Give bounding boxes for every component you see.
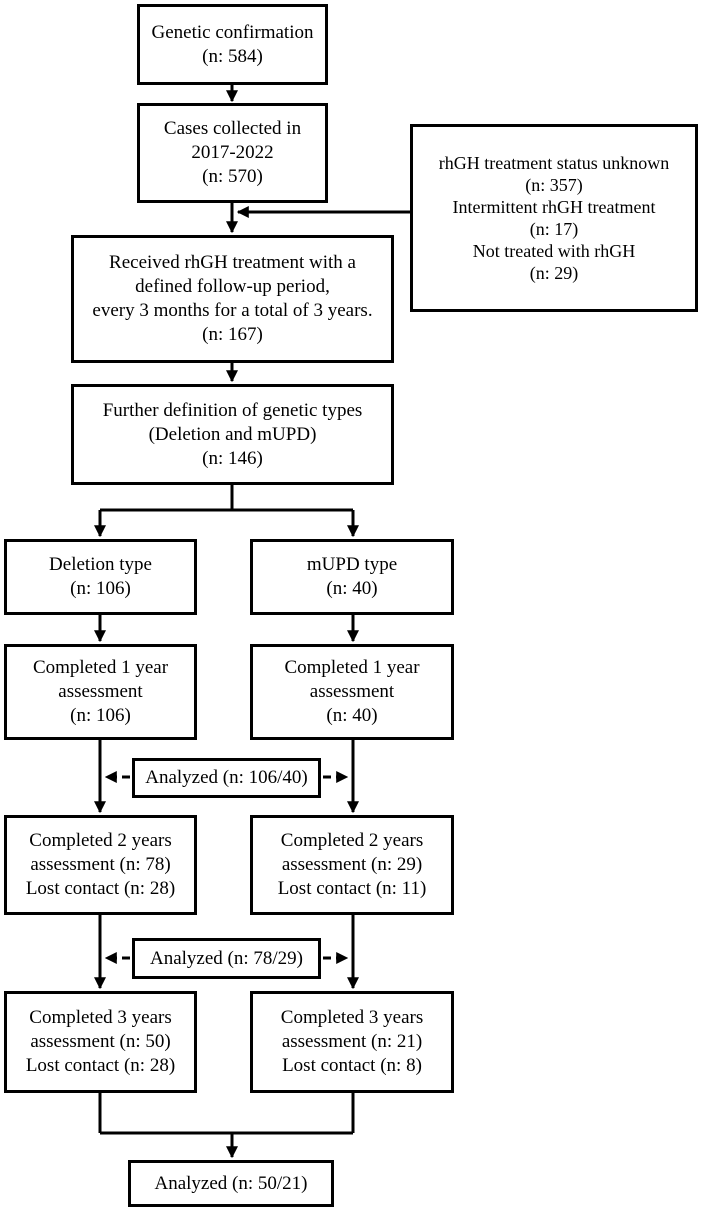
mupd-type-line2: (n: 40)	[326, 578, 378, 599]
excluded-line4: (n: 17)	[529, 219, 579, 239]
excluded-line3: Intermittent rhGH treatment	[452, 197, 656, 217]
deletion-3yr-line2: assessment (n: 50)	[30, 1031, 171, 1052]
mupd-2yr-line1: Completed 2 years	[280, 830, 424, 851]
box-analyzed-2: Analyzed (n: 78/29)	[132, 938, 321, 979]
box-analyzed-final: Analyzed (n: 50/21)	[128, 1160, 334, 1207]
deletion-2yr-line3: Lost contact (n: 28)	[25, 878, 176, 899]
deletion-2yr-line1: Completed 2 years	[29, 830, 172, 851]
box-mupd-3yr: Completed 3 years assessment (n: 21) Los…	[250, 991, 454, 1093]
box-deletion-1yr: Completed 1 year assessment (n: 106)	[4, 644, 197, 740]
box-cases-collected: Cases collected in 2017-2022 (n: 570)	[137, 103, 328, 203]
genetic-confirmation-line1: Genetic confirmation	[151, 21, 314, 43]
box-further-definition: Further definition of genetic types (Del…	[71, 384, 394, 485]
box-deletion-3yr: Completed 3 years assessment (n: 50) Los…	[4, 991, 197, 1093]
box-received-rhgh: Received rhGH treatment with a defined f…	[71, 235, 394, 363]
analyzed-1-label: Analyzed (n: 106/40)	[145, 767, 308, 788]
analyzed-2-label: Analyzed (n: 78/29)	[149, 947, 303, 969]
deletion-1yr-line2: assessment	[58, 681, 143, 702]
cases-collected-line2: 2017-2022	[191, 142, 274, 163]
further-definition-line1: Further definition of genetic types	[102, 399, 363, 421]
box-mupd-1yr: Completed 1 year assessment (n: 40)	[250, 644, 454, 740]
received-rhgh-line2: defined follow-up period,	[135, 276, 330, 297]
mupd-3yr-line1: Completed 3 years	[280, 1007, 424, 1028]
mupd-type-line1: mUPD type	[306, 554, 398, 575]
mupd-3yr-line2: assessment (n: 21)	[281, 1031, 423, 1052]
received-rhgh-line3: every 3 months for a total of 3 years.	[92, 300, 373, 321]
cases-collected-line1: Cases collected in	[163, 118, 302, 139]
box-mupd-type: mUPD type (n: 40)	[250, 539, 454, 615]
box-excluded: rhGH treatment status unknown (n: 357) I…	[410, 124, 698, 312]
excluded-line6: (n: 29)	[529, 263, 579, 283]
excluded-line2: (n: 357)	[525, 175, 583, 195]
box-deletion-2yr: Completed 2 years assessment (n: 78) Los…	[4, 815, 197, 915]
cases-collected-line3: (n: 570)	[202, 166, 263, 187]
deletion-3yr-line1: Completed 3 years	[29, 1007, 172, 1028]
further-definition-line2: (Deletion and mUPD)	[148, 423, 317, 445]
deletion-type-line1: Deletion type	[49, 554, 152, 575]
excluded-line1: rhGH treatment status unknown	[438, 153, 670, 173]
box-mupd-2yr: Completed 2 years assessment (n: 29) Los…	[250, 815, 454, 915]
mupd-2yr-line3: Lost contact (n: 11)	[277, 878, 427, 899]
deletion-3yr-line3: Lost contact (n: 28)	[25, 1055, 176, 1076]
mupd-1yr-line3: (n: 40)	[326, 705, 378, 726]
mupd-1yr-line2: assessment	[309, 681, 395, 702]
box-analyzed-1: Analyzed (n: 106/40)	[132, 758, 321, 798]
genetic-confirmation-line2: (n: 584)	[202, 45, 263, 67]
analyzed-final-label: Analyzed (n: 50/21)	[154, 1172, 308, 1194]
box-genetic-confirmation: Genetic confirmation (n: 584)	[137, 4, 328, 85]
mupd-1yr-line1: Completed 1 year	[284, 657, 420, 678]
mupd-3yr-line3: Lost contact (n: 8)	[282, 1055, 422, 1076]
box-deletion-type: Deletion type (n: 106)	[4, 539, 197, 615]
received-rhgh-line4: (n: 167)	[202, 324, 263, 345]
mupd-2yr-line2: assessment (n: 29)	[281, 854, 423, 875]
deletion-type-line2: (n: 106)	[70, 578, 131, 599]
deletion-2yr-line2: assessment (n: 78)	[30, 854, 171, 875]
received-rhgh-line1: Received rhGH treatment with a	[109, 252, 356, 273]
deletion-1yr-line3: (n: 106)	[70, 705, 131, 726]
further-definition-line3: (n: 146)	[202, 447, 263, 469]
deletion-1yr-line1: Completed 1 year	[32, 657, 169, 678]
excluded-line5: Not treated with rhGH	[472, 241, 636, 261]
